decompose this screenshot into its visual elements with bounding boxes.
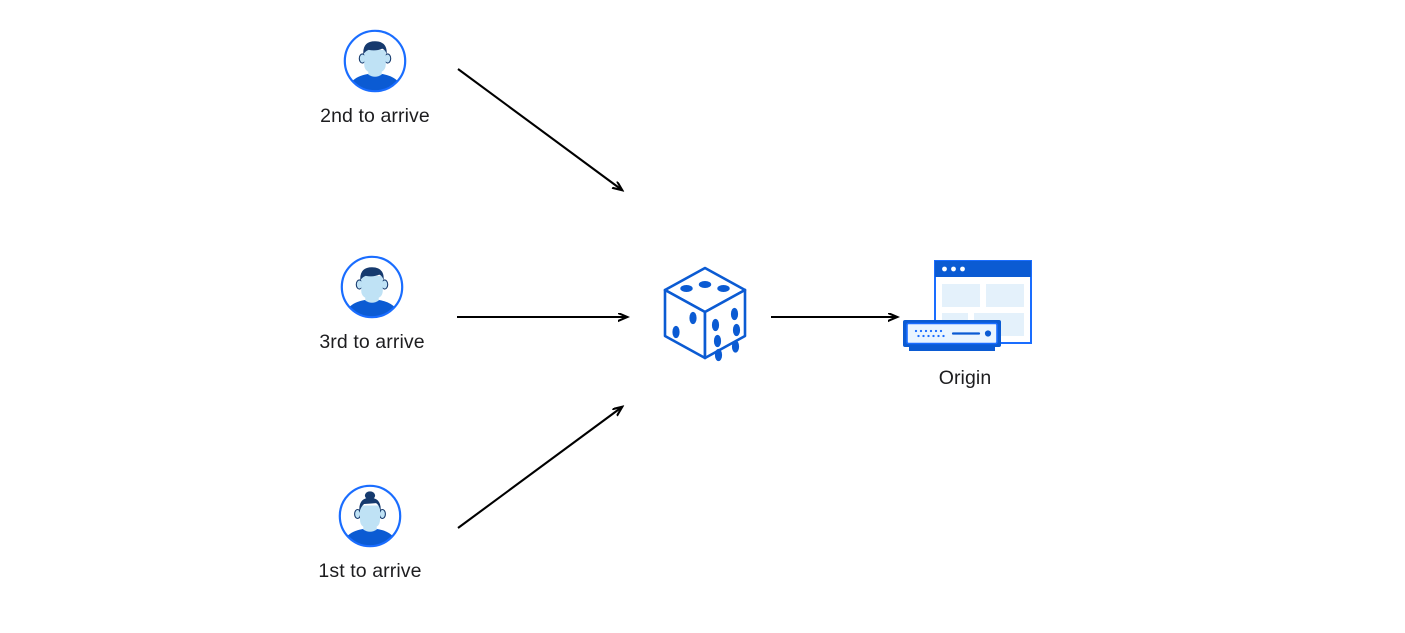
server-vent-dots	[914, 329, 945, 338]
client-node-3rd[interactable]: 3rd to arrive	[272, 254, 472, 354]
dice-icon	[655, 262, 755, 375]
dice-right-pips	[711, 307, 741, 362]
client-label-3rd: 3rd to arrive	[319, 331, 425, 353]
dice-left-pips	[672, 311, 697, 339]
origin-server-icon	[897, 252, 1033, 352]
arrow-2nd-to-dice	[457, 68, 622, 190]
user-avatar-icon	[339, 254, 405, 320]
client-node-1st[interactable]: 1st to arrive	[270, 483, 470, 583]
client-node-2nd[interactable]: 2nd to arrive	[275, 28, 475, 128]
origin-node[interactable]: Origin	[890, 252, 1040, 390]
user-avatar-icon	[337, 483, 403, 549]
randomizer-node[interactable]	[655, 262, 755, 375]
dice-top-pips	[680, 281, 730, 292]
arrow-1st-to-dice	[457, 407, 622, 529]
origin-label: Origin	[938, 367, 992, 389]
user-avatar-icon	[342, 28, 408, 94]
server-appliance	[903, 320, 1001, 351]
client-label-1st: 1st to arrive	[318, 560, 422, 582]
client-label-2nd: 2nd to arrive	[320, 105, 430, 127]
